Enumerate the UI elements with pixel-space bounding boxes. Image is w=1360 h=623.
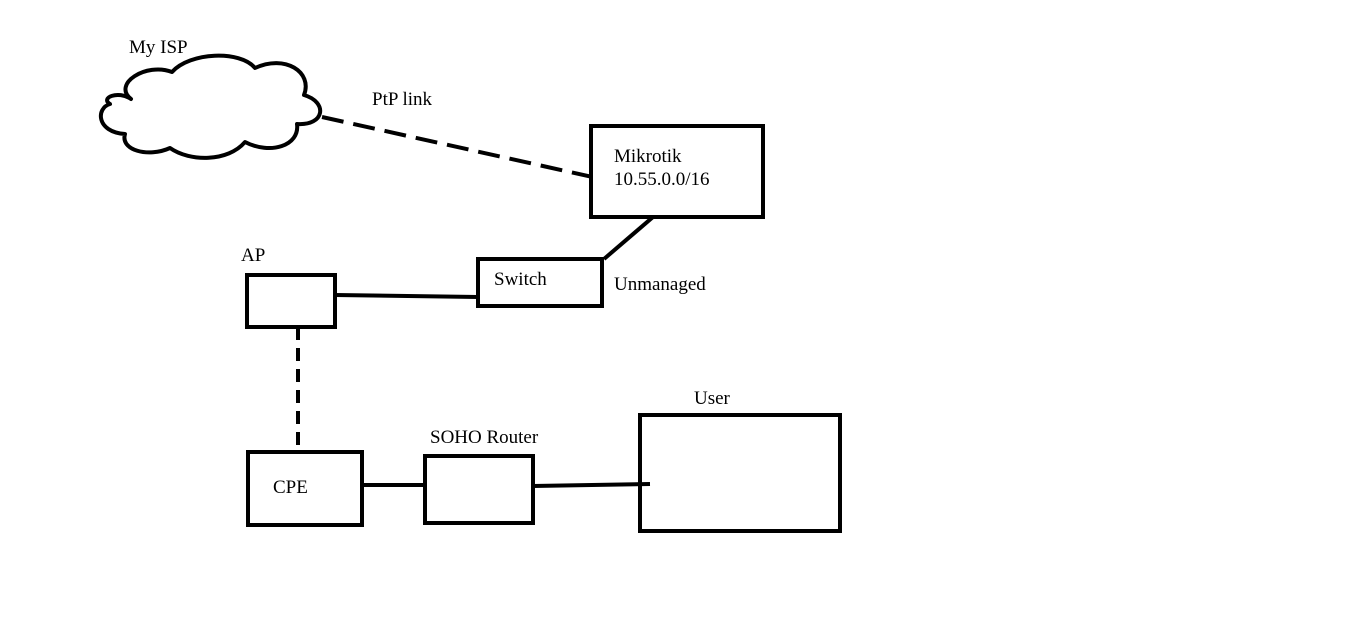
cpe-box [246,450,364,527]
isp-label: My ISP [129,37,188,58]
ptp-link-label: PtP link [372,89,433,110]
router-user-line [532,482,651,488]
mikrotik-subnet: 10.55.0.0/16 [614,169,710,190]
switch-node: Switch [476,257,604,308]
isp-cloud [98,53,323,160]
cpe-node: CPE [246,450,364,527]
cpe-label: CPE [273,477,308,498]
ap-label: AP [241,245,265,266]
user-label: User [694,388,731,409]
ap-box [245,273,337,329]
mikrotik-node: Mikrotik 10.55.0.0/16 [589,124,765,219]
switch-ap-line [334,293,479,299]
mikrotik-switch-line [602,215,655,261]
switch-box [476,257,604,308]
router-label: SOHO Router [430,427,539,448]
user-box [638,413,842,533]
router-box [423,454,535,525]
ptp-link-line [321,115,598,180]
cloud-icon [98,53,323,160]
switch-label: Switch [494,269,547,290]
mikrotik-name: Mikrotik [614,146,682,167]
mikrotik-box [589,124,765,219]
switch-note: Unmanaged [614,274,706,295]
